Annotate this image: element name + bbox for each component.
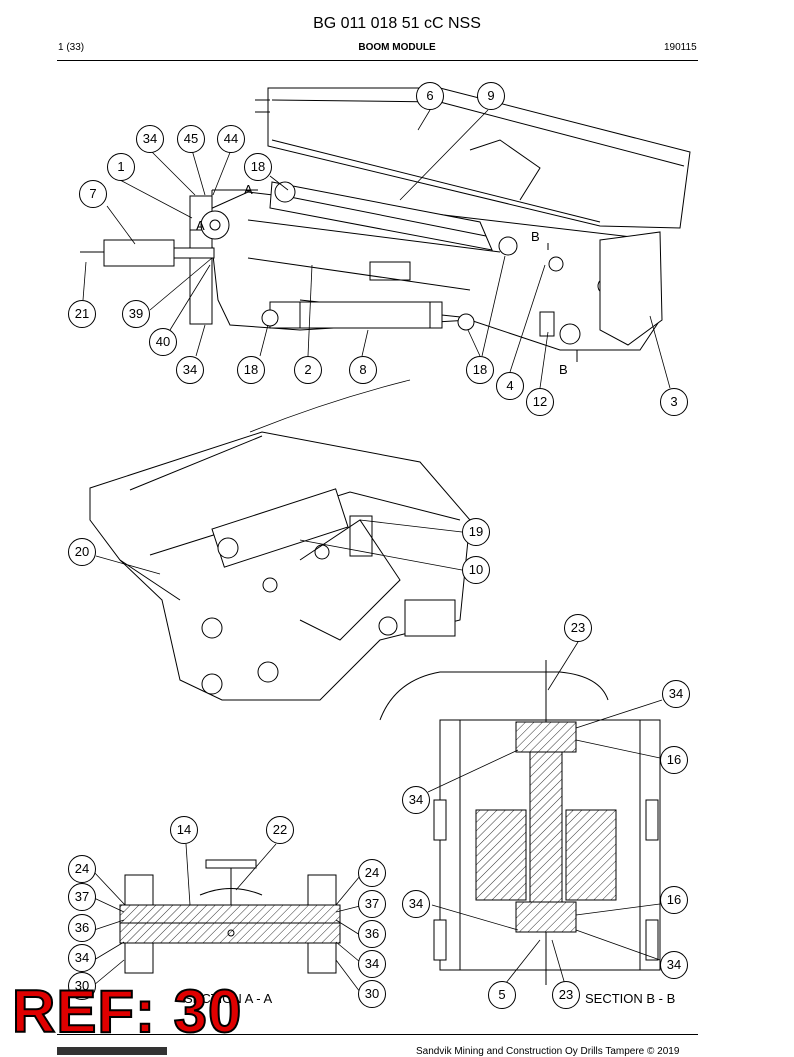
company-logo (57, 1047, 167, 1055)
callout-12: 12 (526, 388, 554, 416)
section-letter-a2: A (196, 218, 205, 233)
callout-34: 34 (176, 356, 204, 384)
callout-21: 21 (68, 300, 96, 328)
callout-14: 14 (170, 816, 198, 844)
callout-18: 18 (237, 356, 265, 384)
callout-22: 22 (266, 816, 294, 844)
boom-assembly-view (80, 87, 691, 362)
callout-19: 19 (462, 518, 490, 546)
callout-18: 18 (244, 153, 272, 181)
callout-34: 34 (662, 680, 690, 708)
callout-34: 34 (358, 950, 386, 978)
section-bb-label: SECTION B - B (585, 991, 676, 1006)
callout-34: 34 (660, 951, 688, 979)
date-code: 190115 (664, 42, 697, 53)
section-letter-b1: B (531, 229, 540, 244)
boom-rear-view (89, 379, 471, 701)
callout-37: 37 (358, 890, 386, 918)
section-bb-view (379, 660, 661, 985)
callout-30: 30 (358, 980, 386, 1008)
callout-2: 2 (294, 356, 322, 384)
callout-23: 23 (552, 981, 580, 1009)
callout-10: 10 (462, 556, 490, 584)
page-indicator: 1 (33) (58, 42, 85, 53)
callout-9: 9 (477, 82, 505, 110)
callout-7: 7 (79, 180, 107, 208)
callout-36: 36 (358, 920, 386, 948)
ref-stamp: REF: 30 (11, 978, 243, 1045)
callout-16: 16 (660, 746, 688, 774)
callout-40: 40 (149, 328, 177, 356)
callout-44: 44 (217, 125, 245, 153)
callout-6: 6 (416, 82, 444, 110)
callout-3: 3 (660, 388, 688, 416)
callout-24: 24 (68, 855, 96, 883)
callout-34: 34 (136, 125, 164, 153)
callout-30: 30 (68, 972, 96, 1000)
copyright-text: Sandvik Mining and Construction Oy Drill… (416, 1046, 680, 1057)
section-aa-label: SECTION A - A (184, 991, 273, 1006)
callout-4: 4 (496, 372, 524, 400)
footer-rule (57, 1034, 698, 1035)
document-number: BG 011 018 51 cC NSS (313, 15, 481, 32)
callout-16: 16 (660, 886, 688, 914)
section-aa-view (119, 859, 341, 974)
callout-24: 24 (358, 859, 386, 887)
section-letter-a1: A (244, 182, 253, 197)
module-title: BOOM MODULE (358, 42, 436, 53)
header-rule (57, 60, 698, 61)
section-letter-b2: B (559, 362, 568, 377)
callout-37: 37 (68, 883, 96, 911)
callout-20: 20 (68, 538, 96, 566)
callout-45: 45 (177, 125, 205, 153)
callout-36: 36 (68, 914, 96, 942)
callout-34: 34 (68, 944, 96, 972)
callout-34: 34 (402, 890, 430, 918)
callout-1: 1 (107, 153, 135, 181)
callout-34: 34 (402, 786, 430, 814)
callout-39: 39 (122, 300, 150, 328)
callout-23: 23 (564, 614, 592, 642)
callout-8: 8 (349, 356, 377, 384)
callout-18: 18 (466, 356, 494, 384)
callout-5: 5 (488, 981, 516, 1009)
